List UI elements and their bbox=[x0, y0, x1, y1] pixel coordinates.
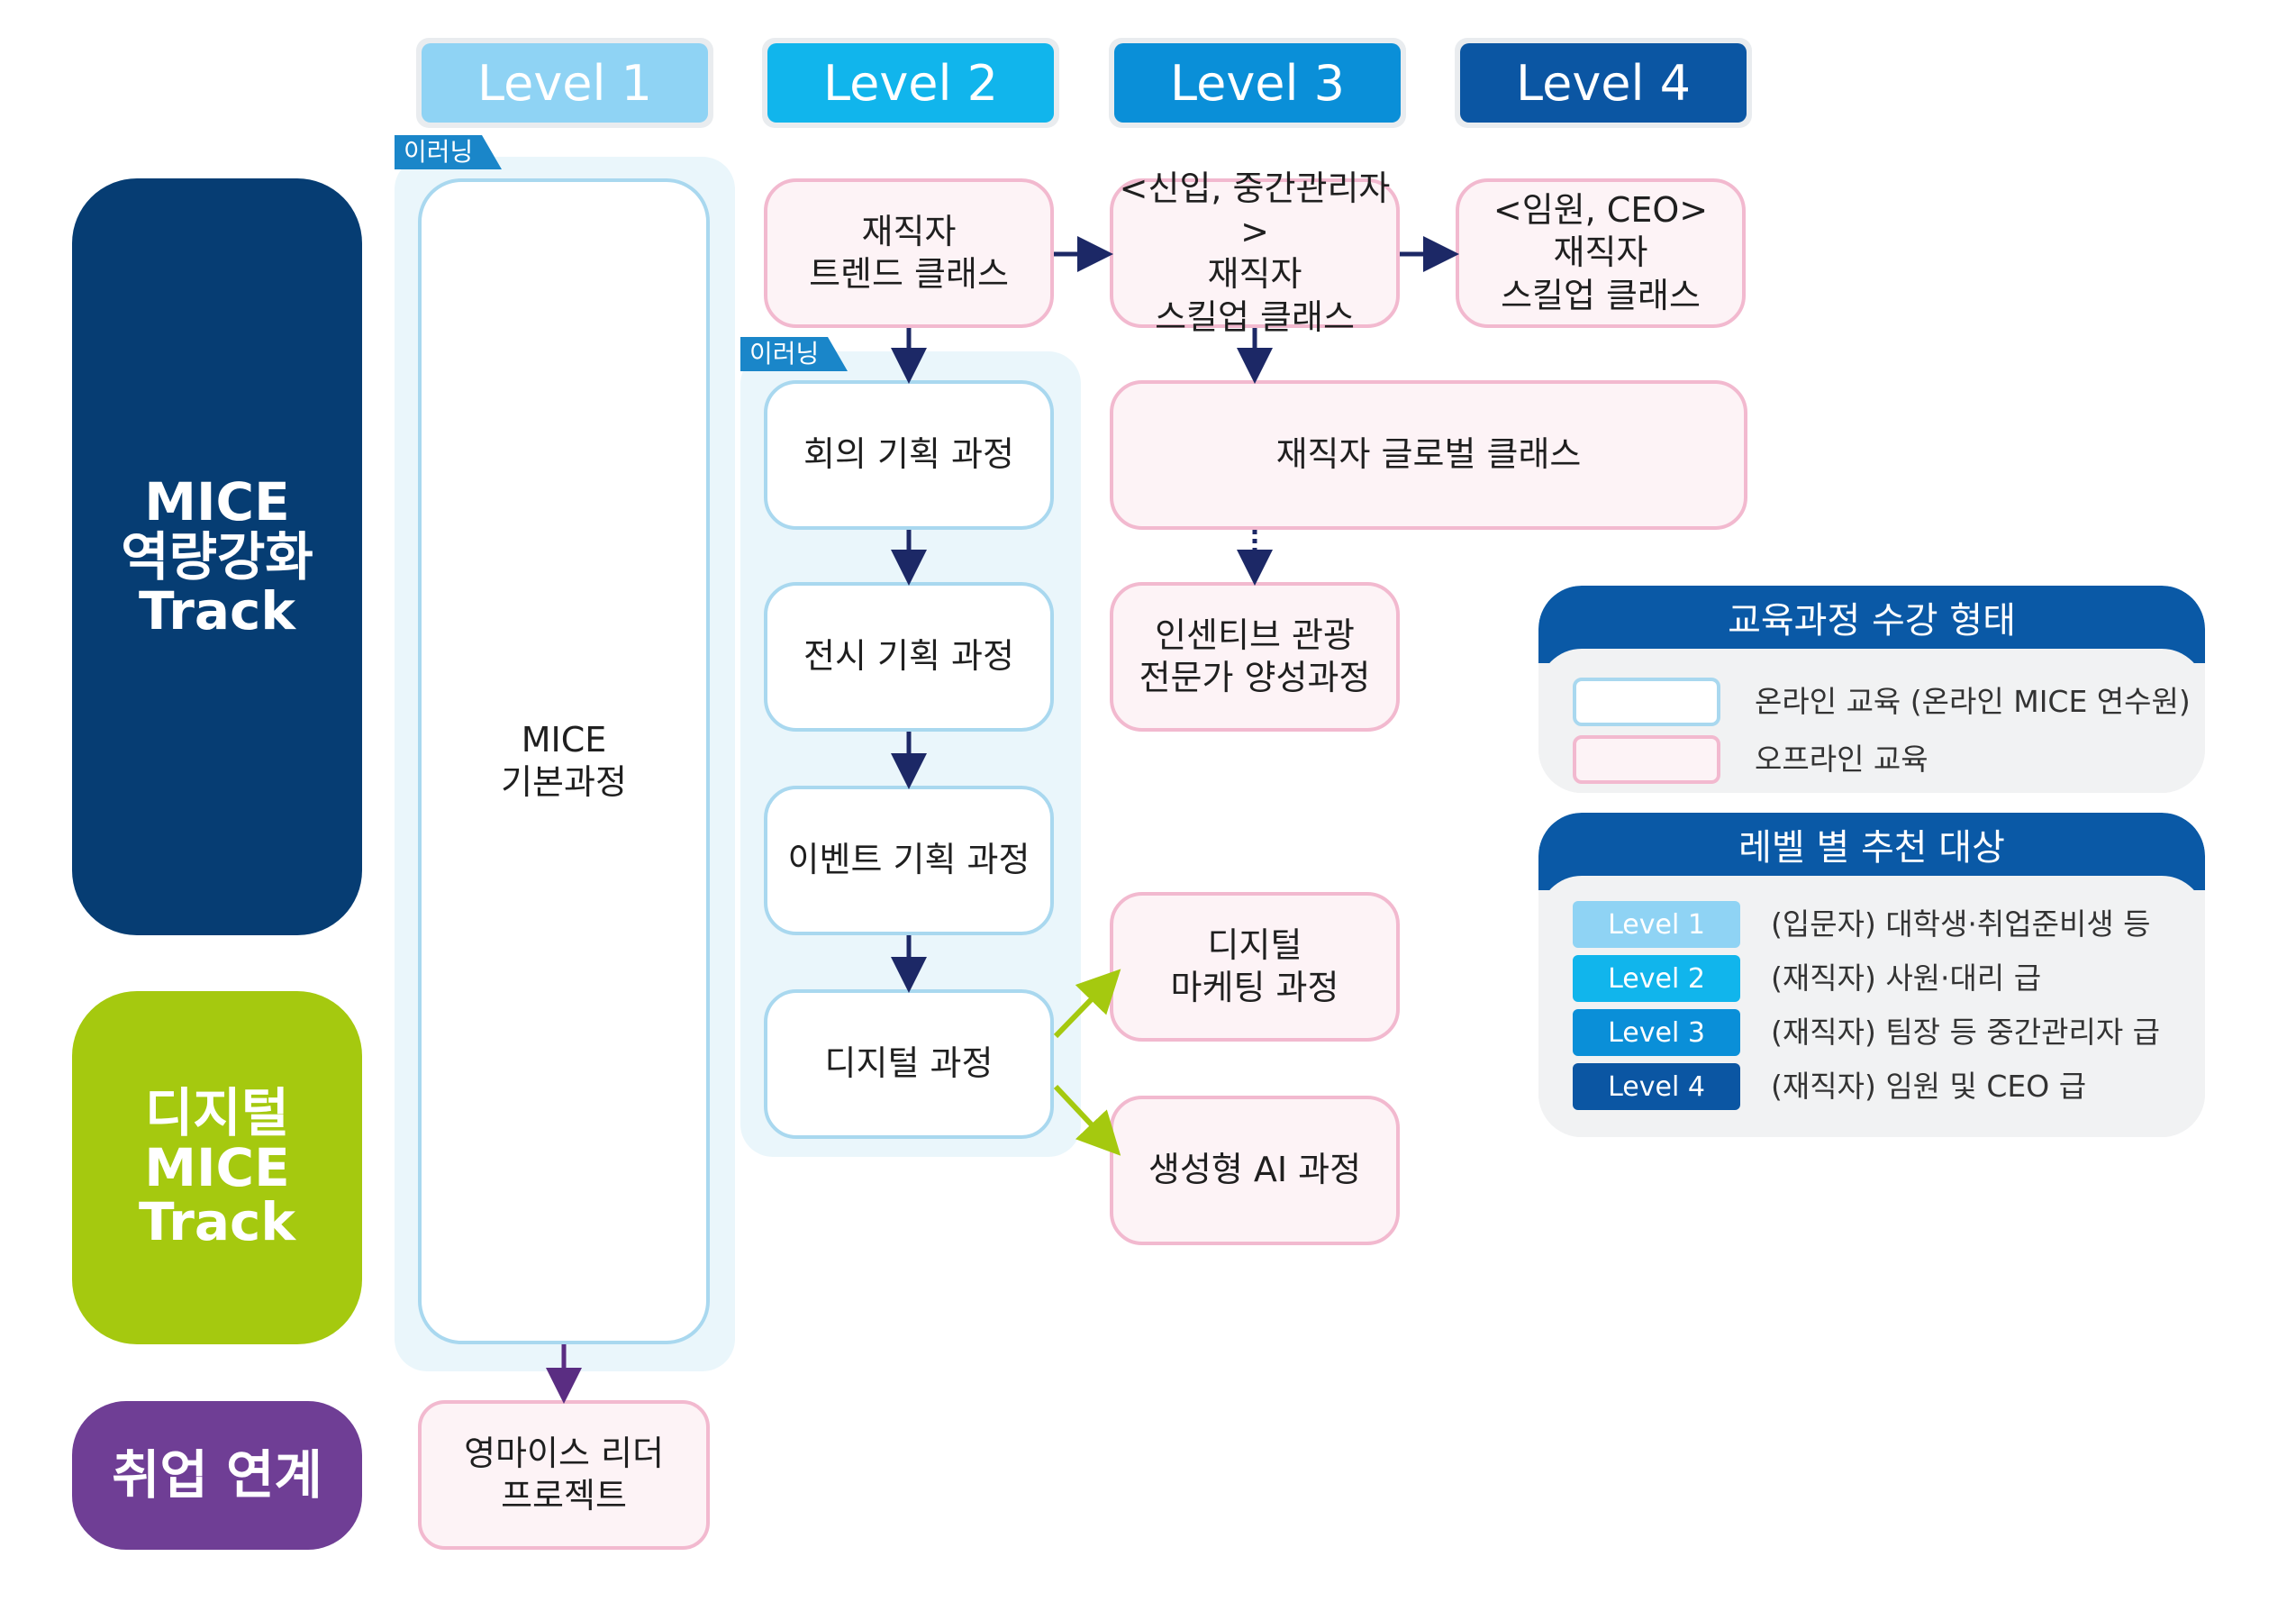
young-mice-leader-project: 영마이스 리더 프로젝트 bbox=[418, 1400, 710, 1550]
level-1-header: Level 1 bbox=[416, 38, 713, 128]
job-track-label: 취업 연계 bbox=[72, 1401, 362, 1550]
level-3-header: Level 3 bbox=[1109, 38, 1406, 128]
legend-level-1-desc: (입문자) 대학생·취업준비생 등 bbox=[1771, 906, 2151, 942]
level-2-label: Level 2 bbox=[767, 43, 1054, 123]
level-4-header: Level 4 bbox=[1455, 38, 1752, 128]
legend-level-2-chip: Level 2 bbox=[1573, 955, 1740, 1002]
legend-level-body: Level 1 (입문자) 대학생·취업준비생 등 Level 2 (재직자) … bbox=[1538, 876, 2205, 1137]
legend-level-2-desc: (재직자) 사원·대리 급 bbox=[1771, 960, 2042, 996]
elearning-tag-level2: 이러닝 bbox=[740, 337, 849, 371]
global-class: 재직자 글로벌 클래스 bbox=[1110, 380, 1747, 530]
legend-mode-body: 온라인 교육 (온라인 MICE 연수원) 오프라인 교육 bbox=[1538, 649, 2205, 793]
legend-level-1-chip: Level 1 bbox=[1573, 901, 1740, 948]
legend-level-3-desc: (재직자) 팀장 등 중간관리자 급 bbox=[1771, 1015, 2161, 1050]
legend-level-4-desc: (재직자) 임원 및 CEO 급 bbox=[1771, 1069, 2087, 1104]
level-1-label: Level 1 bbox=[422, 43, 708, 123]
digital-track-label: 디지털 MICE Track bbox=[72, 991, 362, 1344]
level-2-header: Level 2 bbox=[762, 38, 1059, 128]
digital-course: 디지털 과정 bbox=[764, 989, 1054, 1139]
digital-marketing-course: 디지털 마케팅 과정 bbox=[1110, 892, 1400, 1042]
legend-offline-label: 오프라인 교육 bbox=[1755, 742, 1928, 777]
arrow-digital-to-marketing bbox=[1053, 969, 1121, 1039]
meeting-planning-course: 회의 기획 과정 bbox=[764, 380, 1054, 530]
legend-level-3-chip: Level 3 bbox=[1573, 1009, 1740, 1056]
legend-online-label: 온라인 교육 (온라인 MICE 연수원) bbox=[1755, 684, 2191, 719]
generative-ai-course: 생성형 AI 과정 bbox=[1110, 1096, 1400, 1245]
legend-offline-swatch bbox=[1573, 735, 1720, 784]
legend-online-swatch bbox=[1573, 678, 1720, 726]
trend-class: 재직자 트렌드 클래스 bbox=[764, 178, 1054, 328]
elearning-tag-level1: 이러닝 bbox=[395, 135, 503, 169]
legend-learning-mode: 교육과정 수강 형태 온라인 교육 (온라인 MICE 연수원) 오프라인 교육 bbox=[1538, 586, 2205, 793]
event-planning-course: 이벤트 기획 과정 bbox=[764, 786, 1054, 935]
mice-track-label: MICE 역량강화 Track bbox=[72, 178, 362, 935]
mice-basic-course: MICE 기본과정 bbox=[418, 178, 710, 1344]
level-3-label: Level 3 bbox=[1114, 43, 1401, 123]
legend-level-targets: 레벨 별 추천 대상 Level 1 (입문자) 대학생·취업준비생 등 Lev… bbox=[1538, 813, 2205, 1137]
level-4-label: Level 4 bbox=[1460, 43, 1747, 123]
legend-level-4-chip: Level 4 bbox=[1573, 1063, 1740, 1110]
arrow-digital-to-genai bbox=[1053, 1084, 1121, 1156]
skillup-class-exec: <임원, CEO> 재직자 스킬업 클래스 bbox=[1456, 178, 1746, 328]
